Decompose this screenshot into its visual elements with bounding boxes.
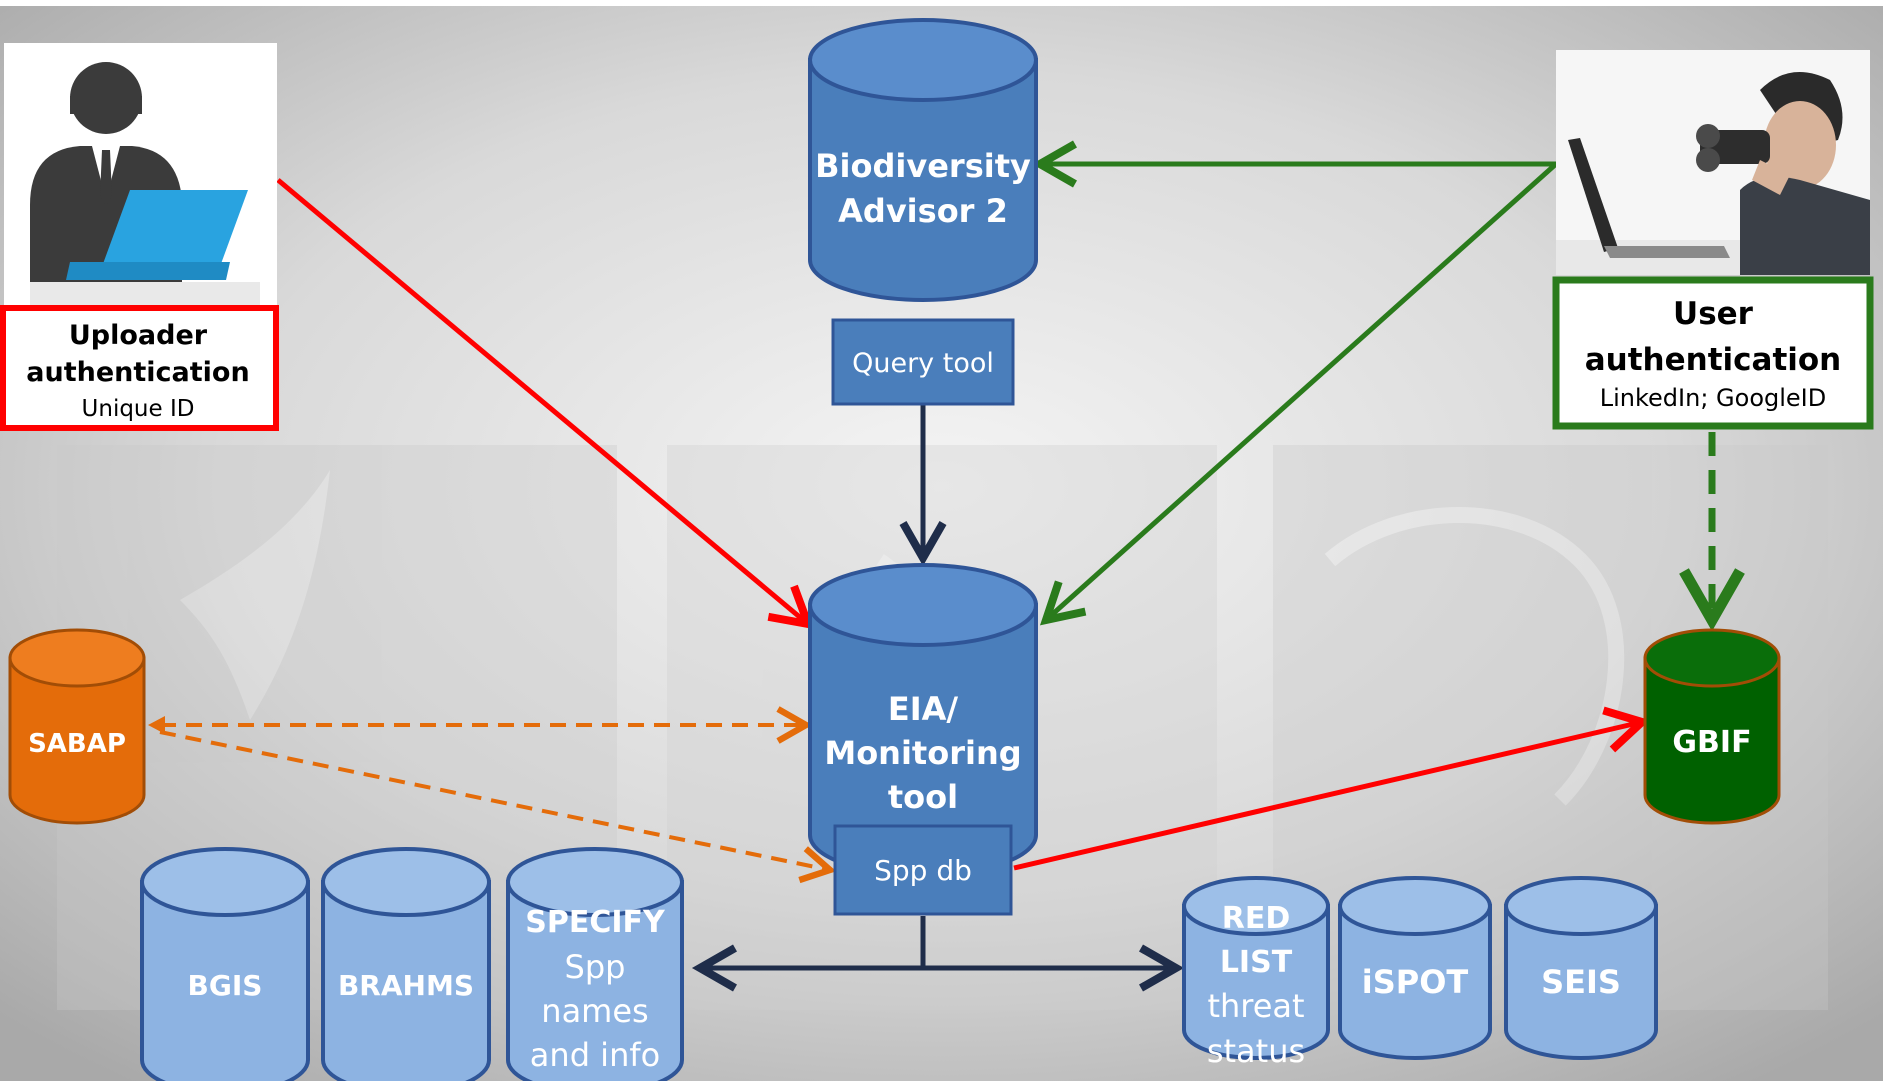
sabap-label: SABAP bbox=[28, 729, 126, 759]
eia-label-line2: Monitoring bbox=[824, 734, 1021, 772]
user-title-line2: authentication bbox=[1585, 342, 1842, 378]
user-title-line1: User bbox=[1673, 296, 1754, 332]
specify-label-line1: SPECIFY bbox=[525, 905, 666, 940]
seis-db: SEIS bbox=[1504, 876, 1658, 1060]
red-list-label-line1: RED bbox=[1222, 901, 1291, 936]
laptop-icon bbox=[100, 190, 248, 272]
uploader-auth-box: Uploader authentication Unique ID bbox=[0, 305, 279, 431]
sppdb-to-gbif-arrow bbox=[1013, 706, 1650, 871]
spp-db-box: Spp db bbox=[833, 824, 1013, 916]
specify-label-line2: Spp bbox=[565, 948, 626, 986]
eia-label-line3: tool bbox=[888, 778, 958, 816]
bgis-label: BGIS bbox=[188, 969, 263, 1002]
user-suit-icon bbox=[1740, 176, 1870, 275]
gbif-label: GBIF bbox=[1672, 725, 1751, 760]
uploader-to-eia-arrow bbox=[276, 178, 815, 630]
sabap-db: SABAP bbox=[8, 628, 146, 825]
gbif-db: GBIF bbox=[1643, 628, 1781, 825]
uploader-title-line2: authentication bbox=[26, 357, 249, 388]
ispot-db: iSPOT bbox=[1338, 876, 1492, 1060]
seis-label: SEIS bbox=[1541, 963, 1621, 1001]
brahms-label: BRAHMS bbox=[338, 969, 474, 1002]
laptop-base-icon bbox=[1604, 246, 1730, 258]
red-list-label-line2: LIST bbox=[1220, 945, 1293, 980]
specify-db: SPECIFY Spp names and info bbox=[506, 847, 684, 1086]
eia-monitoring-db: EIA/ Monitoring tool bbox=[808, 563, 1038, 877]
uploader-title-line1: Uploader bbox=[69, 320, 208, 351]
user-picture bbox=[1556, 50, 1870, 275]
sabap-sppdb-dashed bbox=[159, 730, 837, 884]
user-auth-box: User authentication LinkedIn; GoogleID bbox=[1552, 276, 1874, 430]
eia-label-line1: EIA/ bbox=[888, 690, 959, 728]
laptop-screen-icon bbox=[1568, 138, 1618, 252]
bgis-db: BGIS bbox=[140, 847, 310, 1086]
uploader-picture bbox=[4, 43, 277, 308]
ispot-label: iSPOT bbox=[1362, 963, 1469, 1001]
spp-db-label: Spp db bbox=[874, 854, 972, 887]
red-list-db: RED LIST threat status bbox=[1182, 876, 1330, 1070]
uploader-subtitle: Unique ID bbox=[82, 396, 195, 422]
red-list-label-line4: status bbox=[1207, 1032, 1305, 1070]
query-tool-label: Query tool bbox=[852, 348, 994, 379]
query-tool-box: Query tool bbox=[831, 318, 1015, 406]
user-subtitle: LinkedIn; GoogleID bbox=[1600, 384, 1827, 412]
biodiversity-advisor-db: Biodiversity Advisor 2 bbox=[808, 18, 1038, 302]
ba2-label-line1: Biodiversity bbox=[815, 147, 1031, 185]
specify-label-line4: and info bbox=[530, 1036, 660, 1074]
user-to-eia-arrow bbox=[1039, 162, 1558, 626]
red-list-label-line3: threat bbox=[1207, 987, 1304, 1025]
ba2-label-line2: Advisor 2 bbox=[838, 192, 1008, 230]
brahms-db: BRAHMS bbox=[321, 847, 491, 1086]
specify-label-line3: names bbox=[541, 992, 648, 1030]
